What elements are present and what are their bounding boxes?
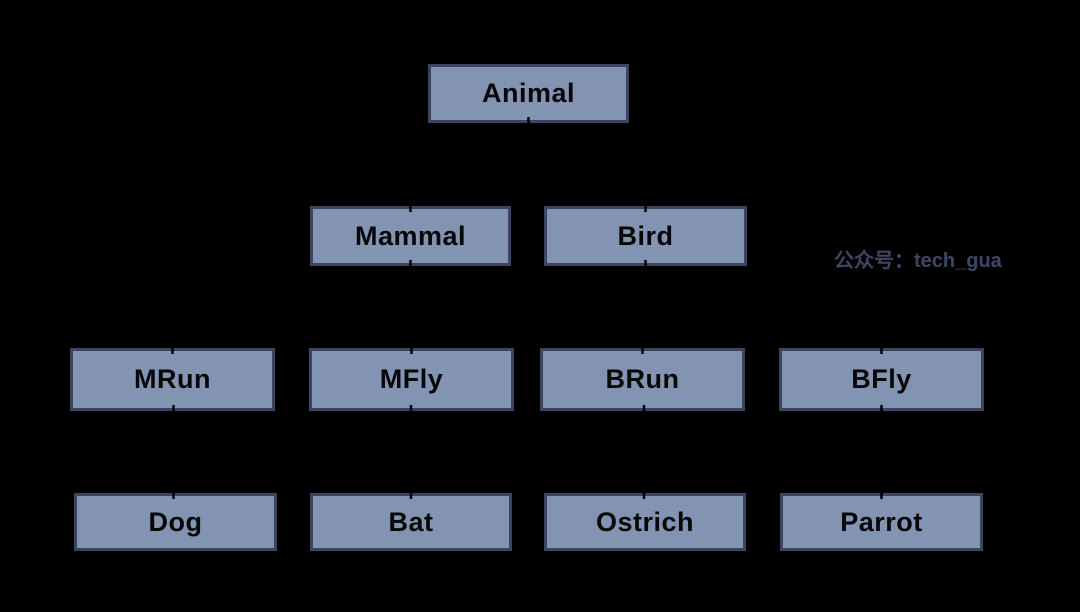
node-bird: Bird [544, 206, 747, 266]
node-label: BRun [605, 364, 680, 394]
node-label: Parrot [840, 506, 923, 537]
node-mammal: Mammal [310, 206, 511, 266]
node-label: Bat [388, 506, 434, 537]
node-label: Ostrich [595, 506, 695, 537]
node-bfly: BFly [779, 348, 984, 411]
node-label: Bird [617, 220, 674, 251]
node-brun: BRun [540, 348, 745, 411]
node-animal: Animal [428, 64, 629, 123]
node-label: Animal [481, 78, 576, 108]
node-label: Dog [148, 506, 203, 537]
node-label: MFly [379, 364, 444, 394]
node-mrun: MRun [70, 348, 275, 411]
node-mfly: MFly [309, 348, 514, 411]
node-bat: Bat [310, 493, 512, 551]
node-label: MRun [134, 364, 211, 394]
watermark-text: 公众号：tech_gua [834, 250, 1002, 272]
node-dog: Dog [74, 493, 277, 551]
node-parrot: Parrot [780, 493, 983, 551]
node-ostrich: Ostrich [544, 493, 746, 551]
node-label: BFly [851, 364, 912, 394]
node-label: Mammal [354, 220, 467, 251]
